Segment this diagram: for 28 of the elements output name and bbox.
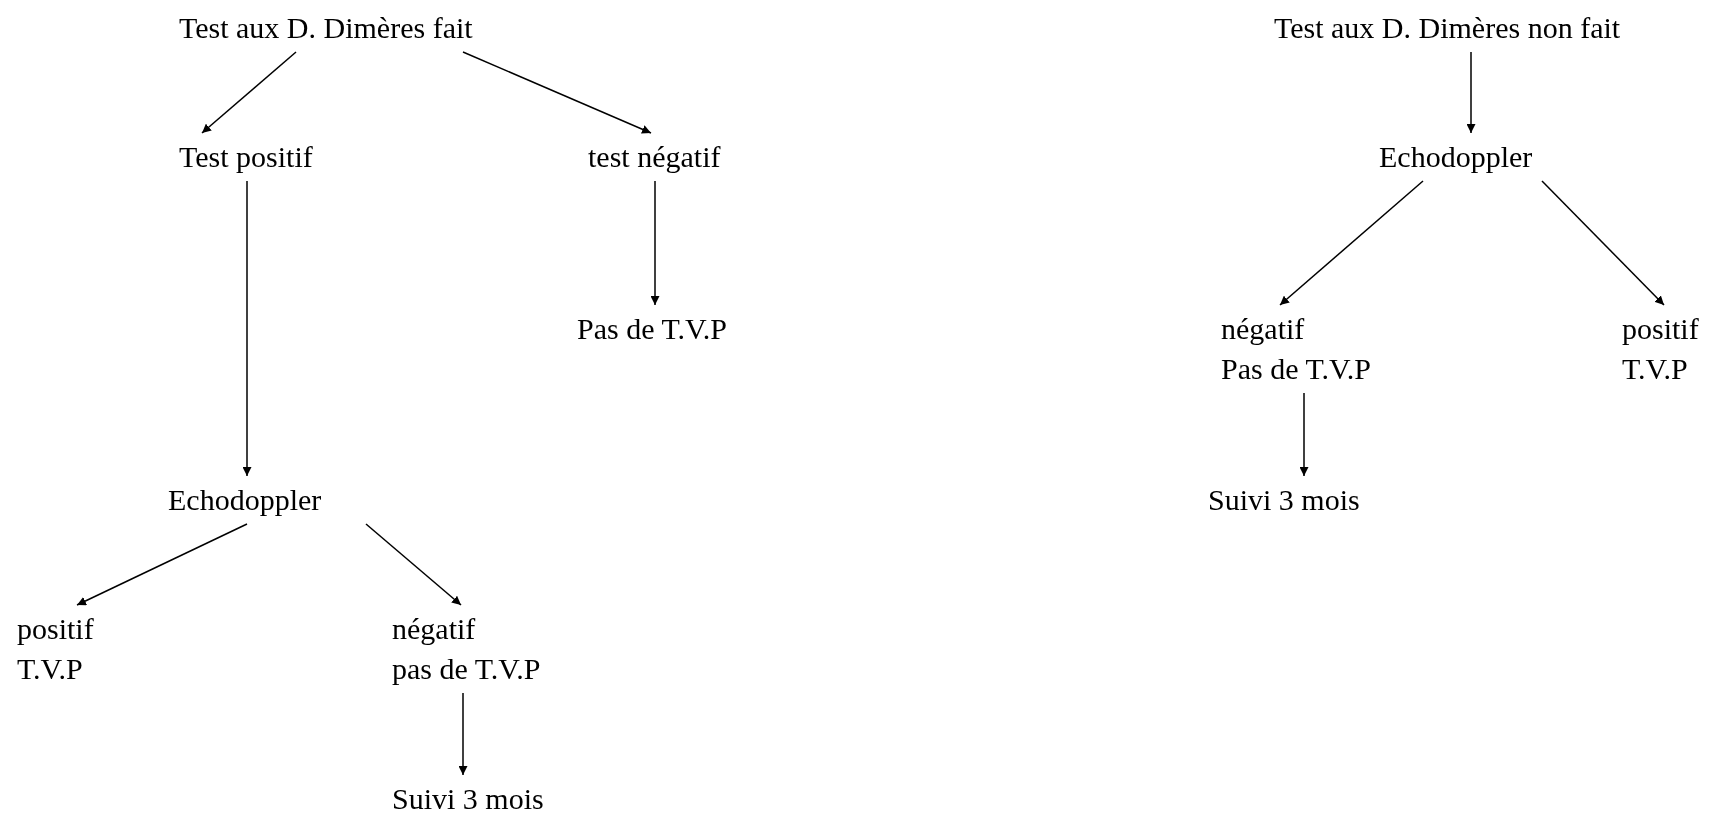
arrow xyxy=(1466,51,1476,134)
node-label: négatif xyxy=(1221,311,1306,347)
arrow xyxy=(462,51,652,134)
node-label: pas de T.V.P xyxy=(392,651,541,687)
node-label: Echodoppler xyxy=(1379,139,1533,175)
arrow xyxy=(1279,180,1424,306)
node-label: Test positif xyxy=(179,139,313,175)
arrow xyxy=(1299,392,1309,477)
node-label: Test aux D. Dimères fait xyxy=(179,10,473,46)
node-label: T.V.P xyxy=(1622,351,1689,387)
arrow xyxy=(458,692,468,776)
node-label: Pas de T.V.P xyxy=(577,311,728,347)
node-label: Pas de T.V.P xyxy=(1221,351,1372,387)
node-label: T.V.P xyxy=(17,651,84,687)
node-label: négatif xyxy=(392,611,477,647)
node-label: Suivi 3 mois xyxy=(1208,482,1360,518)
node-label: Echodoppler xyxy=(168,482,322,518)
arrow xyxy=(365,523,462,606)
arrow xyxy=(201,51,297,134)
arrow xyxy=(76,523,248,606)
arrow xyxy=(650,180,660,306)
node-label: Suivi 3 mois xyxy=(392,781,544,817)
node-label: positif xyxy=(17,611,94,647)
node-label: positif xyxy=(1622,311,1699,347)
node-label: Test aux D. Dimères non fait xyxy=(1274,10,1621,46)
arrow xyxy=(1541,180,1665,306)
arrow xyxy=(242,180,252,477)
node-label: test négatif xyxy=(588,139,721,175)
